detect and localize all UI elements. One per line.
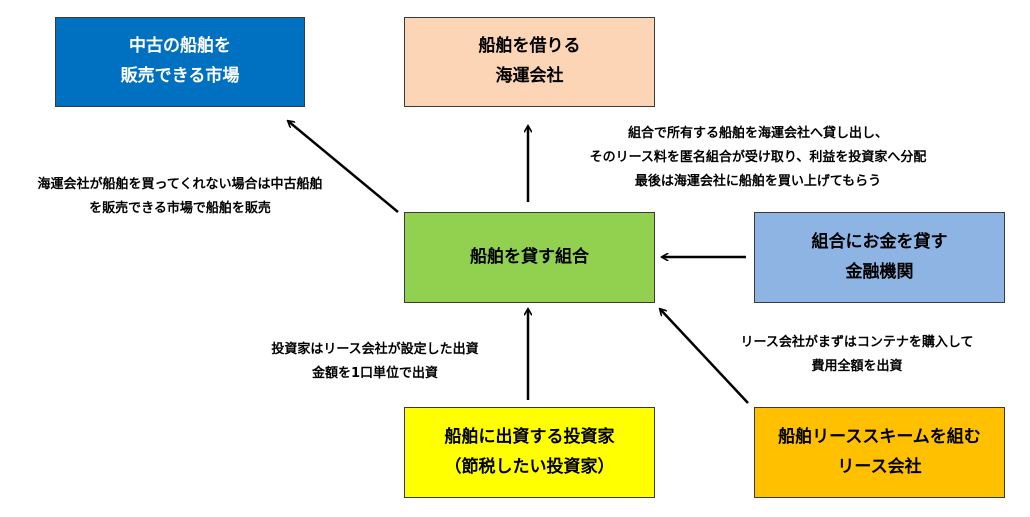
investor-note-line-1: 投資家はリース会社が設定した出資 xyxy=(271,342,479,357)
used-ship-market-box: 中古の船舶を 販売できる市場 xyxy=(55,17,305,107)
investor-arrow-note: 投資家はリース会社が設定した出資 金額を1口単位で出資 xyxy=(250,338,500,386)
investor-note-line-2: 金額を1口単位で出資 xyxy=(311,366,439,382)
lease-company-line-2: リース会社 xyxy=(837,456,922,477)
financial-institution-box: 組合にお金を貸す 金融機関 xyxy=(754,212,1005,303)
lease-company-box: 船舶リーススキームを組む リース会社 xyxy=(754,407,1005,498)
lease-company-line-1: 船舶リーススキームを組む xyxy=(778,426,981,447)
investor-line-2: （節税したい投資家） xyxy=(444,456,615,477)
shipping-note-line-1: 組合で所有する船舶を海運会社へ貸し出し、 xyxy=(627,126,888,141)
shipping-note-line-3: 最後は海運会社に船舶を買い上げてもらう xyxy=(634,174,882,190)
shipping-company-line-2: 海運会社 xyxy=(495,66,564,86)
market-arrow-note: 海運会社が船舶を買ってくれない場合は中古船舶 を販売できる市場で船舶を販売 xyxy=(10,173,350,221)
shipping-note-line-2: そのリース料を匿名組合が受け取り、利益を投資家へ分配 xyxy=(589,150,927,166)
arrow-lease-to-union xyxy=(660,309,749,404)
ship-lending-union-box: 船舶を貸す組合 xyxy=(404,212,655,303)
financial-institution-line-1: 組合にお金を貸す xyxy=(811,231,948,252)
shipping-company-box: 船舶を借りる 海運会社 xyxy=(404,17,655,107)
ship-lending-union-label: 船舶を貸す組合 xyxy=(470,246,589,267)
financial-institution-line-2: 金融機関 xyxy=(845,261,914,282)
lease-arrow-note: リース会社がまずはコンテナを購入して 費用全額を出資 xyxy=(712,331,1002,379)
market-note-line-1: 海運会社が船舶を買ってくれない場合は中古船舶 xyxy=(37,177,323,192)
investor-line-1: 船舶に出資する投資家 xyxy=(444,426,615,447)
lease-note-line-1: リース会社がまずはコンテナを購入して xyxy=(740,335,974,350)
arrow-union-to-market xyxy=(288,121,399,213)
market-note-line-2: を販売できる市場で船舶を販売 xyxy=(89,201,271,217)
used-ship-market-line-1: 中古の船舶を xyxy=(129,36,231,57)
shipping-arrow-note: 組合で所有する船舶を海運会社へ貸し出し、 そのリース料を匿名組合が受け取り、利益… xyxy=(548,122,968,194)
shipping-company-line-1: 船舶を借りる xyxy=(478,36,581,57)
investor-box: 船舶に出資する投資家 （節税したい投資家） xyxy=(404,407,655,498)
used-ship-market-line-2: 販売できる市場 xyxy=(120,66,240,86)
lease-note-line-2: 費用全額を出資 xyxy=(811,359,903,375)
